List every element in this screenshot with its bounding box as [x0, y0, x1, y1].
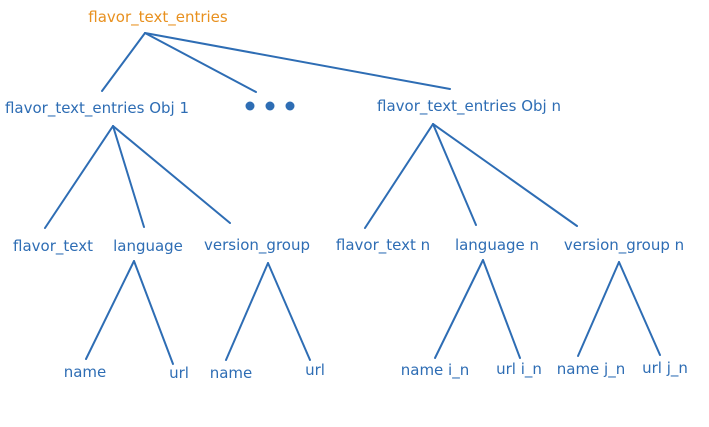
edges	[44, 32, 661, 365]
edge-objn-flavor-text	[364, 123, 434, 229]
field-language-label: language	[113, 237, 183, 255]
field-version-group-n-label: version_group n	[564, 236, 684, 255]
leaf-language-n-url-label: url i_n	[496, 360, 542, 379]
leaf-version-n-url-label: url j_n	[642, 359, 688, 378]
edge-objn-language	[432, 123, 477, 226]
edge-objn-version-group	[432, 123, 578, 227]
edge-language-url	[133, 260, 174, 365]
leaf-version-url-label: url	[305, 361, 325, 379]
edge-obj1-language	[112, 125, 145, 228]
field-version-group-label: version_group	[204, 236, 310, 255]
root-node-label: flavor_text_entries	[88, 8, 228, 27]
edge-root-obj1	[101, 32, 146, 92]
edge-obj1-flavor-text	[44, 125, 114, 229]
field-flavor-text-label: flavor_text	[13, 237, 93, 256]
leaf-version-name-label: name	[210, 364, 253, 382]
leaf-language-n-name-label: name i_n	[401, 361, 469, 380]
leaf-version-n-name-label: name j_n	[557, 360, 625, 379]
field-language-n-label: language n	[455, 236, 539, 254]
labels: flavor_text_entries flavor_text_entries …	[5, 8, 688, 382]
edge-obj1-version-group	[112, 125, 231, 224]
ellipsis-dot	[265, 101, 275, 111]
leaf-language-url-label: url	[169, 364, 189, 382]
ellipsis-dot	[245, 101, 255, 111]
edge-root-ellipsis	[144, 32, 257, 93]
edge-language-name	[85, 260, 135, 360]
edge-language-n-url	[482, 259, 521, 359]
edge-language-n-name	[434, 259, 484, 359]
ellipsis-dot	[285, 101, 295, 111]
edge-root-objn	[144, 32, 451, 90]
field-flavor-text-n-label: flavor_text n	[336, 236, 430, 255]
leaf-language-name-label: name	[64, 363, 107, 381]
edge-version-group-name	[225, 262, 269, 361]
object-n-label: flavor_text_entries Obj n	[377, 97, 561, 116]
edge-version-group-url	[267, 262, 311, 361]
edge-version-group-n-url	[618, 261, 661, 356]
edge-version-group-n-name	[577, 261, 620, 357]
object-1-label: flavor_text_entries Obj 1	[5, 99, 189, 118]
ellipsis	[245, 101, 295, 111]
